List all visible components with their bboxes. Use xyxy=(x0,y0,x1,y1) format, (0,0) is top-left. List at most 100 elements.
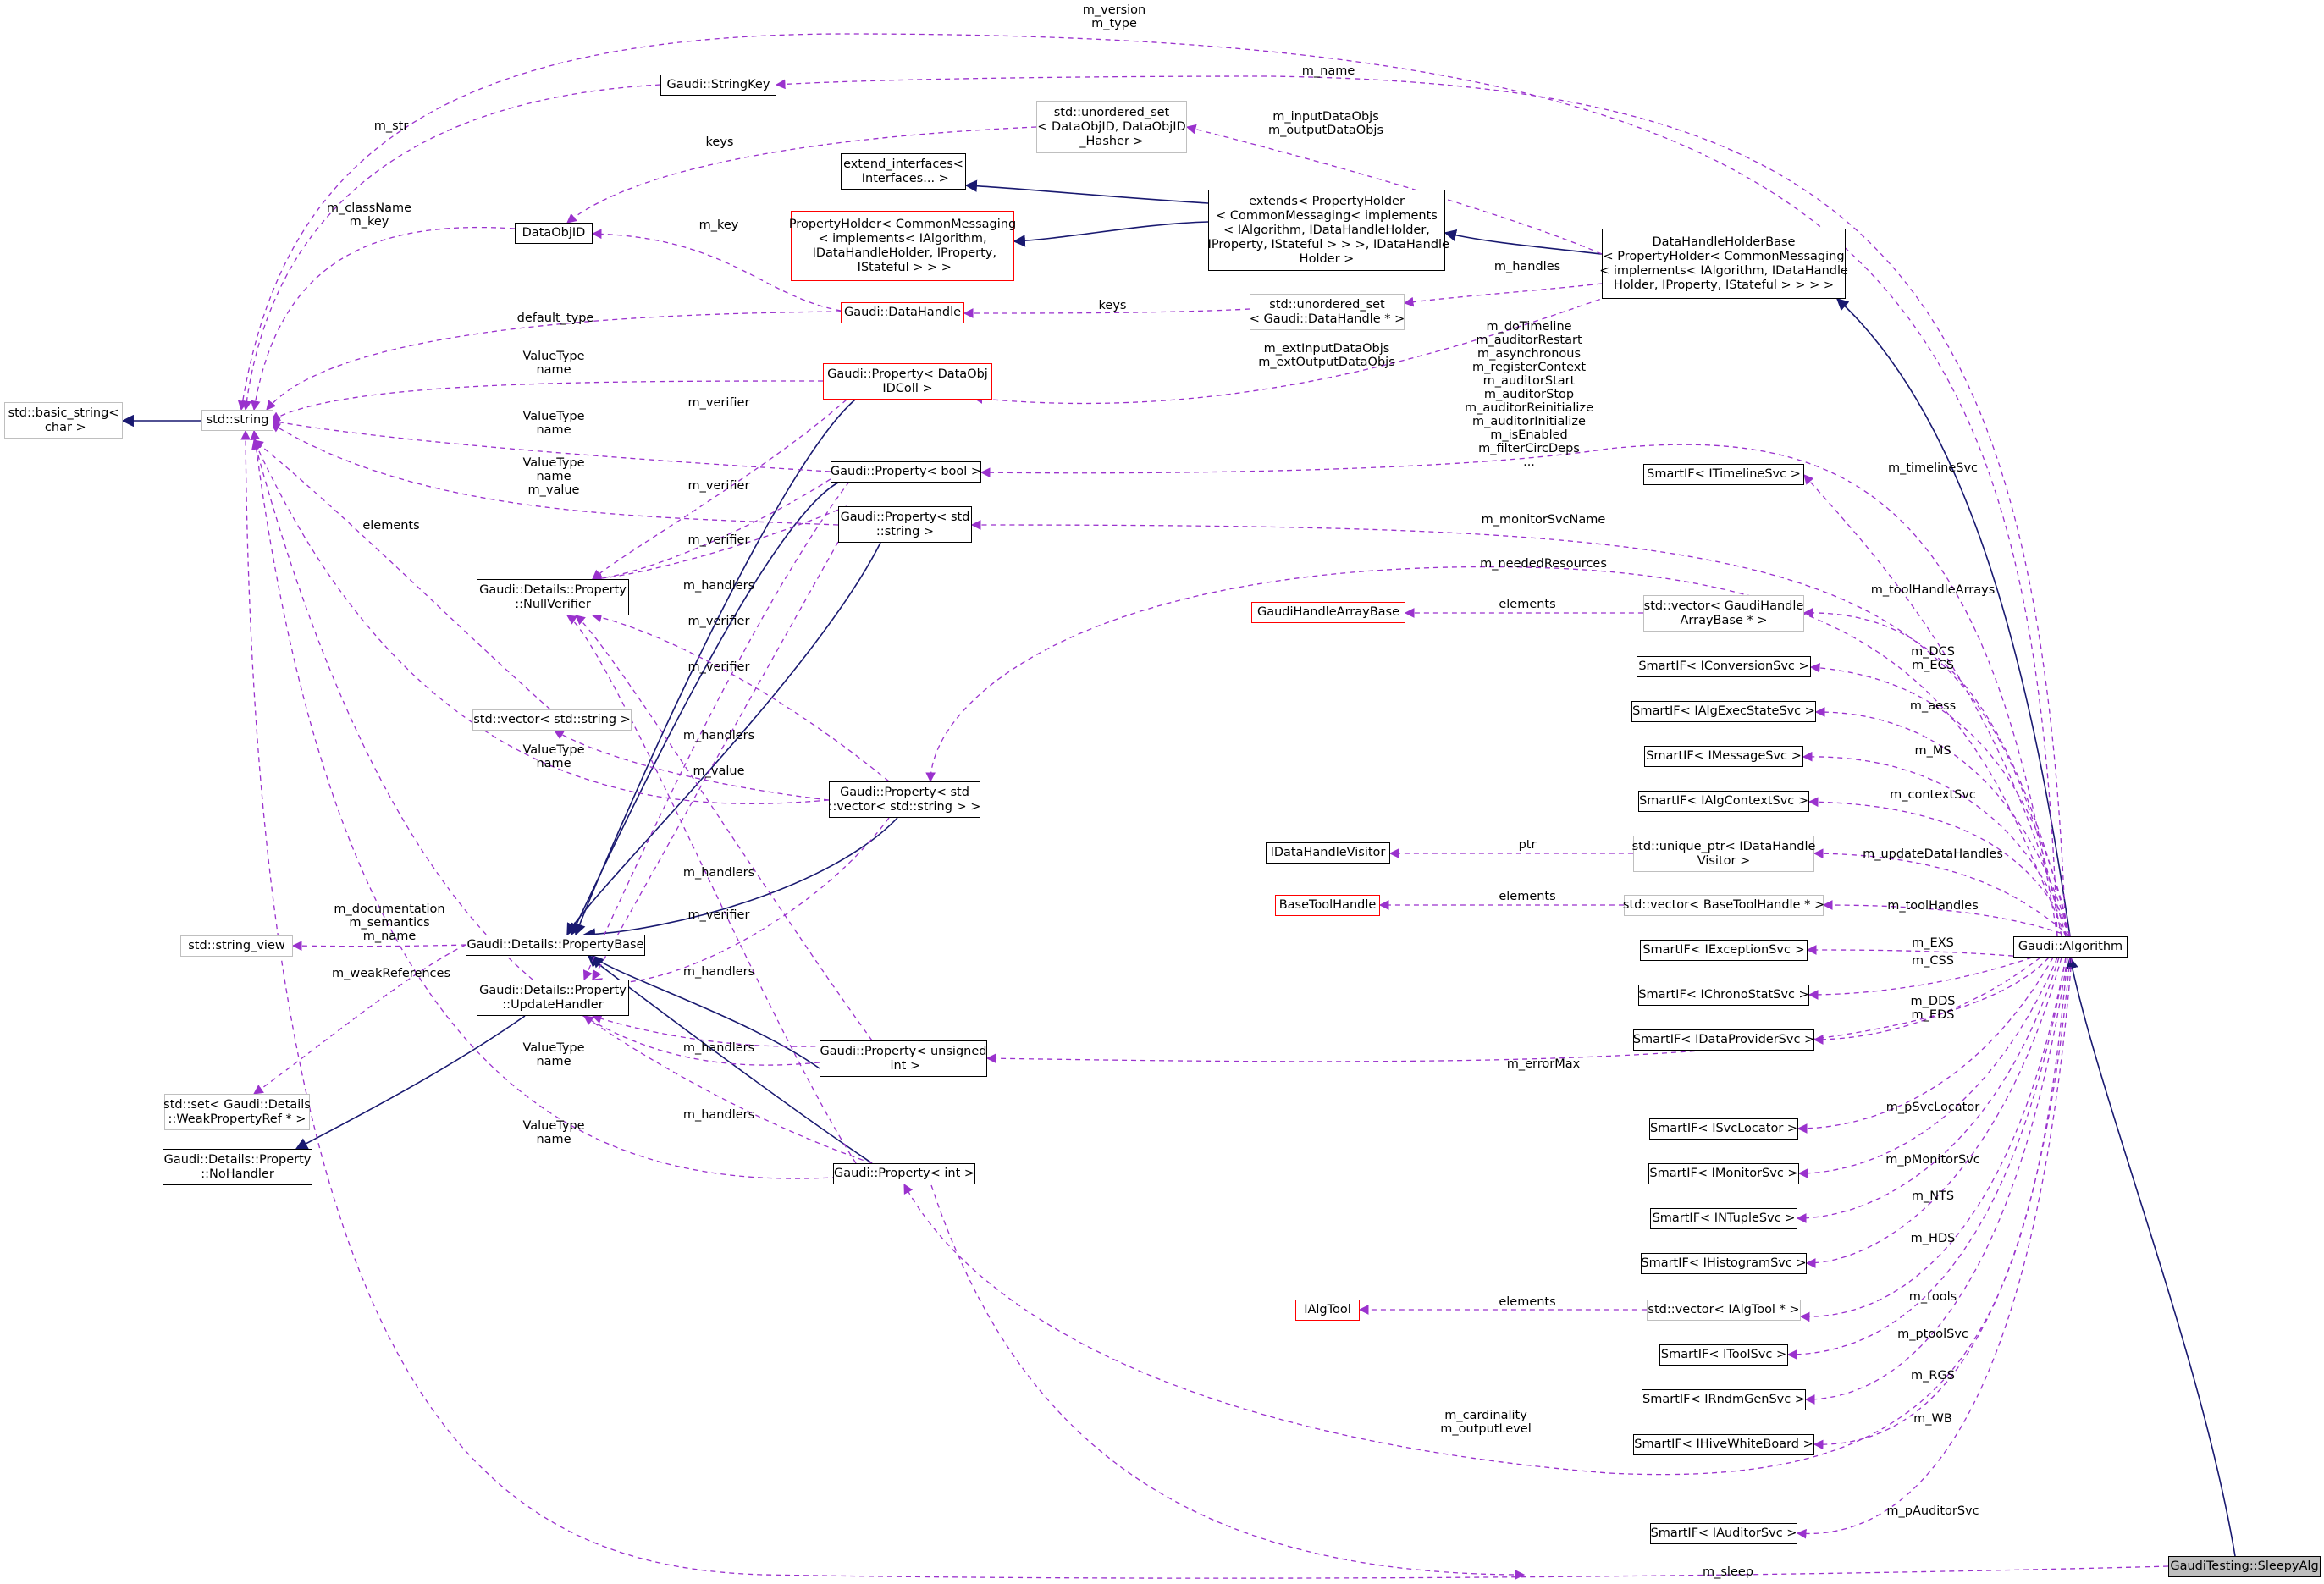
usage-edge xyxy=(250,429,847,1179)
usage-edge xyxy=(566,615,857,1164)
usage-edge xyxy=(250,226,516,411)
node-gaudi-algorithm[interactable]: Gaudi::Algorithm xyxy=(2013,936,2128,958)
usage-edge xyxy=(582,473,856,981)
edge-label: m_verifier xyxy=(687,479,750,493)
node-extend-interfaces[interactable]: extend_interfaces< Interfaces... > xyxy=(841,153,966,190)
node-smartif-chronostatsvc[interactable]: SmartIF< IChronoStatSvc > xyxy=(1638,985,1809,1006)
node-string-view[interactable]: std::string_view xyxy=(180,935,293,957)
edge-label: m_str xyxy=(373,119,409,133)
node-smartif-algexecstatesvc[interactable]: SmartIF< IAlgExecStateSvc > xyxy=(1631,701,1816,722)
usage-edge xyxy=(985,957,2050,1064)
edge-label: m_verifier xyxy=(687,660,750,674)
node-smartif-toolsvc[interactable]: SmartIF< IToolSvc > xyxy=(1659,1344,1788,1366)
node-gaudihandlearraybase[interactable]: GaudiHandleArrayBase xyxy=(1251,602,1405,623)
edge-label: m_CSS xyxy=(1912,954,1954,968)
node-std-string[interactable]: std::string xyxy=(201,410,273,431)
usage-edge xyxy=(1796,957,2073,1539)
node-property-vector-string[interactable]: Gaudi::Property< std ::vector< std::stri… xyxy=(829,781,980,818)
usage-edge xyxy=(1809,662,2071,937)
node-stringkey[interactable]: Gaudi::StringKey xyxy=(660,75,776,96)
edge-label: m_ptoolSvc xyxy=(1897,1327,1968,1341)
edge-label: ptr xyxy=(1518,838,1537,852)
node-vector-ialgtool[interactable]: std::vector< IAlgTool * > xyxy=(1647,1300,1801,1321)
usage-edge xyxy=(240,429,2169,1579)
usage-edge xyxy=(1802,751,2071,937)
node-vector-basetoolhandle[interactable]: std::vector< BaseToolHandle * > xyxy=(1623,895,1824,916)
edge-label: m_tools xyxy=(1908,1290,1957,1304)
node-smartif-svclocator[interactable]: SmartIF< ISvcLocator > xyxy=(1649,1118,1798,1140)
usage-edge xyxy=(930,1184,1526,1580)
node-smartif-monitorsvc[interactable]: SmartIF< IMonitorSvc > xyxy=(1648,1163,1799,1184)
usage-edge xyxy=(591,473,839,584)
edge-label: m_handlers xyxy=(682,729,755,742)
node-smartif-messagesvc[interactable]: SmartIF< IMessageSvc > xyxy=(1644,746,1803,767)
node-smartif-timelinesvc[interactable]: SmartIF< ITimelineSvc > xyxy=(1643,464,1804,485)
edge-label: elements xyxy=(1499,890,1556,903)
edge-label: m_extInputDataObjs m_extOutputDataObjs xyxy=(1258,342,1395,369)
node-vector-gaudihandlearraybase[interactable]: std::vector< GaudiHandle ArrayBase * > xyxy=(1643,595,1804,632)
edge-label: m_className m_key xyxy=(326,201,412,229)
node-extends[interactable]: extends< PropertyHolder < CommonMessagin… xyxy=(1208,190,1449,271)
node-basetoolhandle[interactable]: BaseToolHandle xyxy=(1275,895,1380,916)
node-property-int[interactable]: Gaudi::Property< int > xyxy=(833,1163,975,1184)
node-smartif-algcontextsvc[interactable]: SmartIF< IAlgContextSvc > xyxy=(1638,791,1809,812)
node-smartif-auditorsvc[interactable]: SmartIF< IAuditorSvc > xyxy=(1650,1523,1797,1544)
edge-label: m_handlers xyxy=(682,579,755,593)
usage-edge xyxy=(1797,957,2058,1178)
node-unordered-set-datahandle[interactable]: std::unordered_set < Gaudi::DataHandle *… xyxy=(1250,294,1405,330)
usage-edge xyxy=(1799,957,2067,1322)
usage-edge xyxy=(1803,474,2067,937)
usage-edge xyxy=(1786,957,2067,1360)
node-smartif-dataprovidersvc[interactable]: SmartIF< IDataProviderSvc > xyxy=(1633,1029,1814,1051)
edge-label: m_MS xyxy=(1914,744,1951,758)
node-basic-string[interactable]: std::basic_string< char > xyxy=(4,402,123,439)
edge-label: m_DCS m_ECS xyxy=(1911,645,1955,672)
node-nohandler[interactable]: Gaudi::Details::Property ::NoHandler xyxy=(163,1149,312,1185)
usage-edge xyxy=(1813,957,2041,1045)
node-sleepy-alg[interactable]: GaudiTesting::SleepyAlg xyxy=(2168,1556,2321,1577)
edge-label: m_EXS xyxy=(1912,936,1954,950)
node-smartif-conversionsvc[interactable]: SmartIF< IConversionSvc > xyxy=(1637,656,1811,677)
node-set-weakpropertyref[interactable]: std::set< Gaudi::Details ::WeakPropertyR… xyxy=(163,1094,311,1130)
node-propertyholder[interactable]: PropertyHolder< CommonMessaging < implem… xyxy=(789,211,1016,281)
node-smartif-exceptionsvc[interactable]: SmartIF< IExceptionSvc > xyxy=(1640,940,1808,961)
node-idatahandlevisitor[interactable]: IDataHandleVisitor xyxy=(1266,842,1390,864)
usage-edge xyxy=(291,941,466,952)
edge-label: ValueType name xyxy=(522,1119,585,1146)
node-smartif-histogramsvc[interactable]: SmartIF< IHistogramSvc > xyxy=(1641,1253,1807,1274)
node-property-dataobjidcoll[interactable]: Gaudi::Property< DataObj IDColl > xyxy=(823,363,992,400)
edge-label: m_NTS xyxy=(1911,1189,1955,1203)
edge-label: m_sleep xyxy=(1702,1565,1754,1579)
inheritance-edge xyxy=(571,482,839,936)
edge-label: m_doTimeline m_auditorRestart m_asynchro… xyxy=(1465,320,1593,469)
node-nullverifier[interactable]: Gaudi::Details::Property ::NullVerifier xyxy=(477,579,629,615)
inheritance-edge xyxy=(295,1015,526,1150)
node-updatehandler[interactable]: Gaudi::Details::Property ::UpdateHandler xyxy=(477,980,629,1016)
node-smartif-hivewhiteboard[interactable]: SmartIF< IHiveWhiteBoard > xyxy=(1633,1434,1814,1455)
node-property-uint[interactable]: Gaudi::Property< unsigned int > xyxy=(820,1040,987,1077)
usage-edge xyxy=(553,730,830,801)
node-propertybase[interactable]: Gaudi::Details::PropertyBase xyxy=(466,935,645,956)
edge-label: m_DDS m_EDS xyxy=(1910,995,1956,1022)
node-vector-string[interactable]: std::vector< std::string > xyxy=(472,709,632,731)
edge-label: m_neededResources xyxy=(1480,557,1607,571)
node-unique-ptr-visitor[interactable]: std::unique_ptr< IDataHandle Visitor > xyxy=(1632,836,1815,872)
edge-label: m_verifier xyxy=(687,615,750,628)
node-dataobjid[interactable]: DataObjID xyxy=(515,223,593,244)
inheritance-edge xyxy=(2066,956,2236,1557)
node-datahandle[interactable]: Gaudi::DataHandle xyxy=(841,302,964,323)
node-property-string[interactable]: Gaudi::Property< std ::string > xyxy=(838,506,972,543)
edge-label: elements xyxy=(1499,598,1556,611)
node-ialgtool[interactable]: IAlgTool xyxy=(1295,1300,1360,1321)
node-datahandleholderbase[interactable]: DataHandleHolderBase < PropertyHolder< C… xyxy=(1599,229,1848,299)
usage-edge xyxy=(1802,607,2071,937)
edge-label: ValueType name m_value xyxy=(522,456,585,497)
node-smartif-rndmgensvc[interactable]: SmartIF< IRndmGenSvc > xyxy=(1642,1389,1806,1410)
node-property-bool[interactable]: Gaudi::Property< bool > xyxy=(831,461,981,483)
edge-label: m_aess xyxy=(1909,699,1957,713)
edge-label: m_cardinality m_outputLevel xyxy=(1440,1409,1532,1436)
node-smartif-ntuplesvc[interactable]: SmartIF< INTupleSvc > xyxy=(1650,1208,1797,1229)
usage-edge xyxy=(253,439,551,710)
usage-edge xyxy=(972,295,1609,405)
node-unordered-set-dataobjid[interactable]: std::unordered_set < DataObjID, DataObjI… xyxy=(1036,101,1187,153)
